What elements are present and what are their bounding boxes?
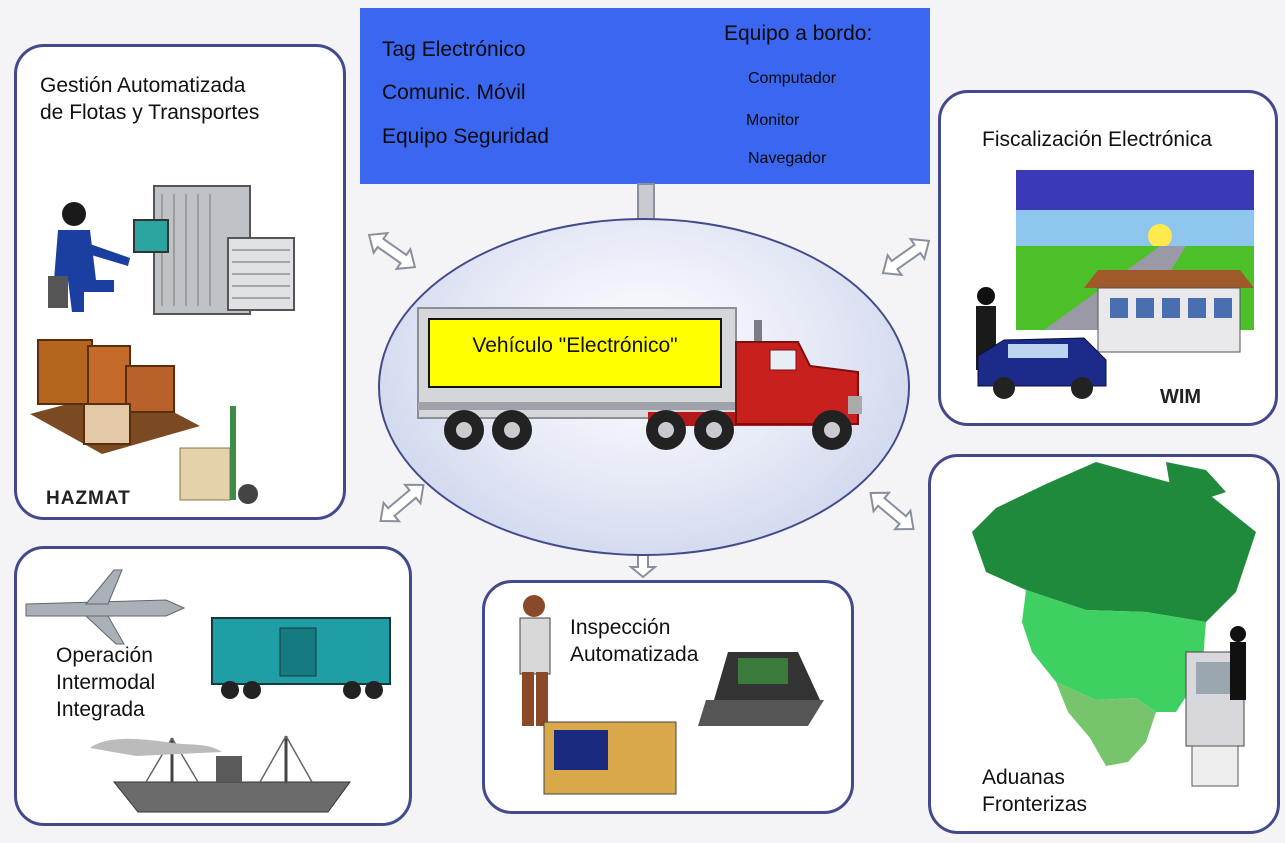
equipo-a-bordo-title: Equipo a bordo:: [724, 22, 873, 45]
inspection-title: Inspección Automatizada: [570, 616, 699, 666]
fleet-management-title: Gestión Automatizada de Flotas y Transpo…: [40, 74, 260, 124]
vehicle-label: Vehículo "Electrónico": [428, 318, 722, 388]
enforcement-title: Fiscalización Electrónica: [982, 128, 1212, 151]
double-arrow-fleet-icon: [367, 231, 417, 271]
comunic-movil-text: Comunic. Móvil: [382, 81, 526, 104]
weigh-station-icon: [976, 170, 1254, 399]
intermodal-vehicles-icon: [25, 569, 391, 813]
customs-title: Aduanas Fronterizas: [982, 766, 1088, 816]
north-america-map-icon: [972, 462, 1256, 787]
inspection-equipment-icon: [519, 595, 824, 795]
wim-label: WIM: [1160, 386, 1202, 408]
double-arrow-customs-icon: [869, 491, 915, 531]
navegador-text: Navegador: [748, 150, 827, 167]
tag-electronico-text: Tag Electrónico: [382, 38, 526, 61]
hazmat-label: HAZMAT: [46, 488, 131, 509]
intermodal-title: Operación Intermodal Integrada: [56, 644, 156, 721]
hazmat-cargo-icon: [30, 339, 258, 504]
double-arrow-enforcement-icon: [881, 237, 931, 277]
equipo-seguridad-text: Equipo Seguridad: [382, 125, 549, 148]
operator-workstation-icon: [48, 185, 295, 315]
onboard-equipment-box: Tag Electrónico Comunic. Móvil Equipo Se…: [360, 8, 930, 184]
monitor-text: Monitor: [746, 112, 800, 129]
computador-text: Computador: [748, 70, 837, 87]
double-arrow-intermodal-icon: [379, 483, 425, 523]
